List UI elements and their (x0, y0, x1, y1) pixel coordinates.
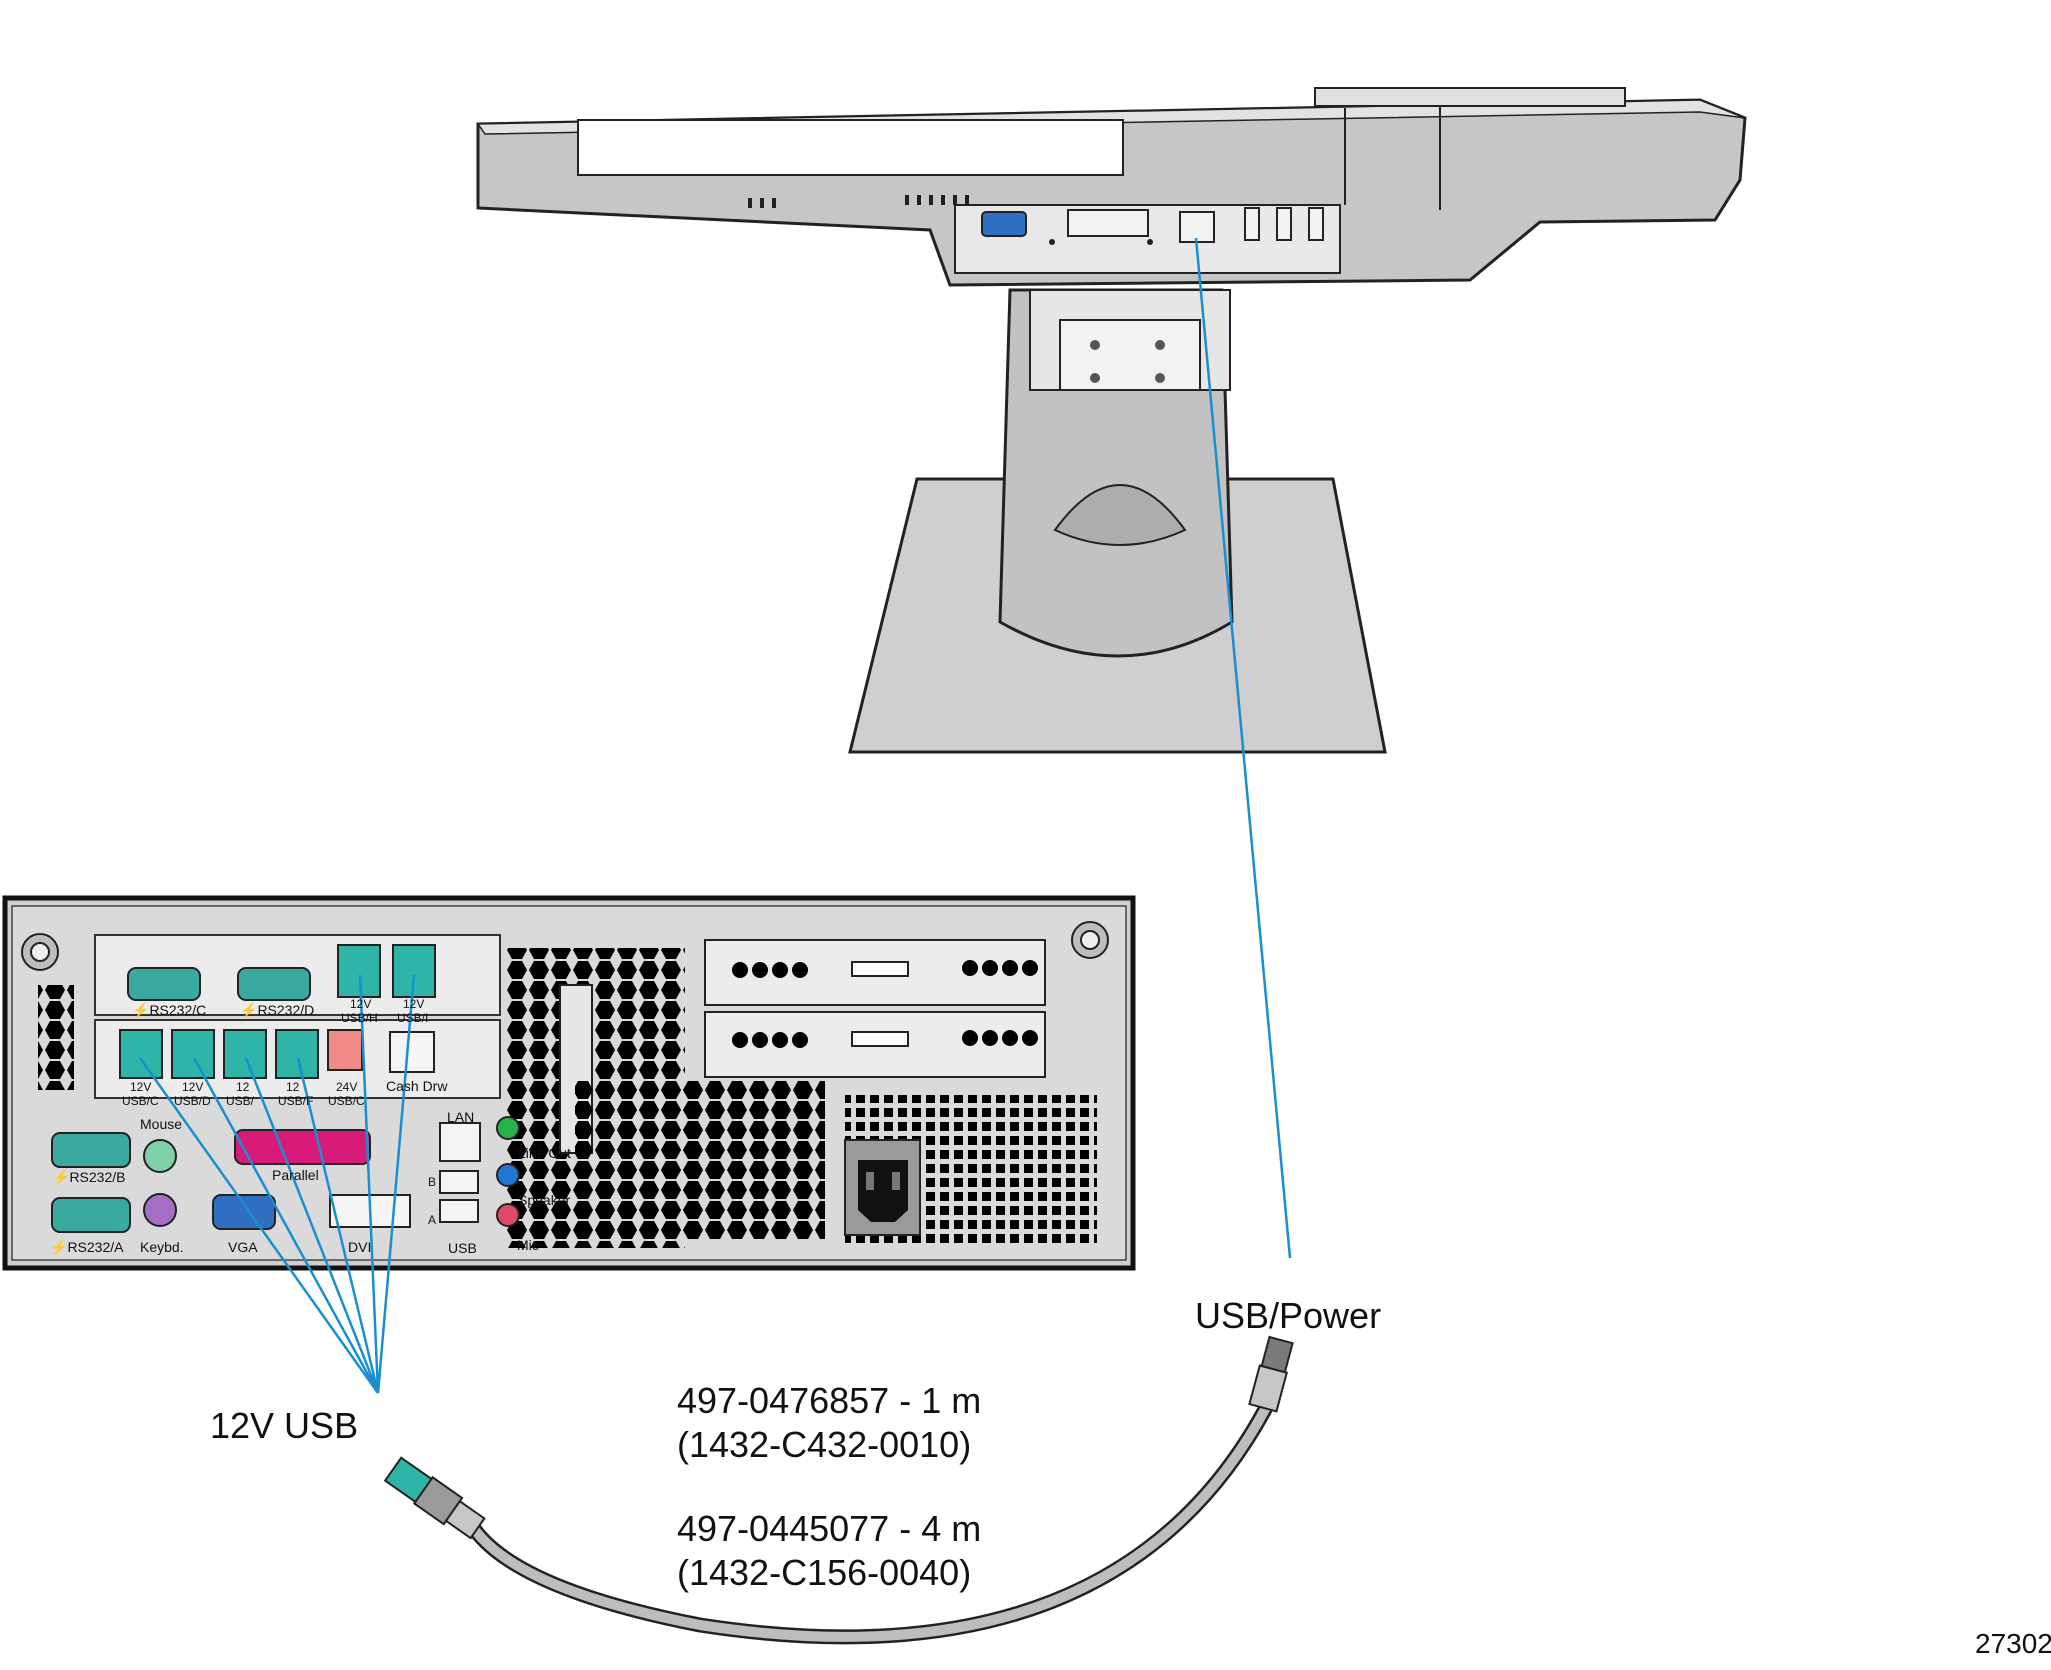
line-out-jack (496, 1116, 520, 1140)
monitor-usb-power-port[interactable] (1179, 211, 1215, 243)
label-usb-f: USB/F (278, 1094, 314, 1108)
label-cable-long-part: 497-0445077 - 4 m (677, 1508, 982, 1549)
leader-usb-power (1194, 237, 1292, 1259)
label-usb-h-voltage: 12V (350, 997, 372, 1011)
label-usb-d-voltage: 12V (182, 1080, 204, 1094)
cash-drawer-port (389, 1031, 435, 1073)
label-keyboard: Keybd. (140, 1239, 184, 1255)
powered-usb-24v-port (327, 1029, 363, 1071)
label-rs232-a: ⚡RS232/A (50, 1239, 124, 1255)
label-usb-port-b: B (428, 1175, 437, 1189)
powered-usb-f-port (275, 1029, 319, 1079)
usb-power-cable (383, 1335, 1294, 1645)
cable-12v-usb-plug (383, 1456, 486, 1540)
label-line-out: Line Out (518, 1145, 571, 1161)
label-usb-port-a: A (428, 1213, 437, 1227)
thumbscrew-left (21, 933, 59, 971)
powered-usb-e-port (223, 1029, 267, 1079)
label-mouse: Mouse (140, 1116, 183, 1132)
serial-port-rs232-a (51, 1197, 131, 1233)
leader-lines (138, 237, 1292, 1394)
label-usb-e: USB/ (226, 1094, 255, 1108)
mic-jack (496, 1203, 520, 1227)
serial-port-rs232-b (51, 1132, 131, 1168)
leader-usb-c (138, 1057, 380, 1394)
monitor-dvi-port (1067, 209, 1149, 237)
thumbscrew-right (1071, 921, 1109, 959)
hex-vent-lower (575, 1080, 825, 1240)
label-usb-power: USB/Power (1195, 1295, 1382, 1336)
monitor-vga-port (981, 211, 1027, 237)
label-usb-g: USB/C (328, 1094, 365, 1108)
label-usb-e-voltage: 12 (236, 1080, 250, 1094)
label-usb-c: USB/C (122, 1094, 159, 1108)
label-mic: Mic (517, 1237, 539, 1253)
lightning-icon: ⚡ (50, 1239, 68, 1255)
label-dvi: DVI (348, 1239, 372, 1255)
lan-port (439, 1122, 481, 1162)
label-usb-i: USB/I (397, 1011, 429, 1025)
label-rs232-d: ⚡RS232/D (240, 1002, 315, 1018)
label-usb-c-voltage: 12V (130, 1080, 152, 1094)
speaker-jack (496, 1163, 520, 1187)
label-12v-usb: 12V USB (210, 1405, 359, 1446)
serial-port-rs232-d (237, 967, 311, 1001)
label-cable-short-part: 497-0476857 - 1 m (677, 1380, 982, 1421)
touch-monitor (476, 87, 1747, 754)
label-rs232-b: ⚡RS232/B (52, 1169, 126, 1185)
parallel-port (234, 1129, 371, 1165)
leader-usb-e (244, 1057, 380, 1394)
label-usb-h: USB/H (341, 1011, 378, 1025)
label-lan: LAN (447, 1109, 475, 1125)
leader-usb-f (296, 1057, 380, 1394)
keyboard-port (143, 1193, 177, 1227)
lightning-icon: ⚡ (52, 1169, 70, 1185)
vga-port (212, 1194, 276, 1230)
leader-usb-h (358, 974, 380, 1394)
lightning-icon: ⚡ (240, 1002, 258, 1018)
label-usb-f-voltage: 12 (286, 1080, 300, 1094)
label-rs232-c: ⚡RS232/C (132, 1002, 207, 1018)
leader-usb-d (192, 1057, 380, 1394)
powered-usb-h-port (337, 944, 381, 998)
label-usb: USB (448, 1240, 477, 1256)
label-speaker: Speaker (518, 1192, 571, 1208)
label-usb-g-voltage: 24V (336, 1080, 358, 1094)
label-usb-d: USB/D (174, 1094, 211, 1108)
mouse-port (143, 1139, 177, 1173)
powered-usb-d-port (171, 1029, 215, 1079)
label-cable-long-code: (1432-C156-0040) (677, 1552, 972, 1593)
powered-usb-c-port (119, 1029, 163, 1079)
cable-usb-power-plug (1248, 1335, 1294, 1413)
label-usb-i-voltage: 12V (403, 997, 425, 1011)
figure-number: 27302 (1975, 1628, 2051, 1659)
usb-port-a (439, 1199, 479, 1223)
leader-usb-i (376, 974, 416, 1394)
label-cash-drawer: Cash Drw (386, 1078, 448, 1094)
usb-port-b (439, 1170, 479, 1194)
lightning-icon: ⚡ (132, 1002, 150, 1018)
label-parallel: Parallel (272, 1167, 319, 1183)
pos-terminal-rear (2, 895, 1136, 1271)
serial-port-rs232-c (127, 967, 201, 1001)
label-vga: VGA (228, 1239, 258, 1255)
label-cable-short-code: (1432-C432-0010) (677, 1424, 972, 1465)
